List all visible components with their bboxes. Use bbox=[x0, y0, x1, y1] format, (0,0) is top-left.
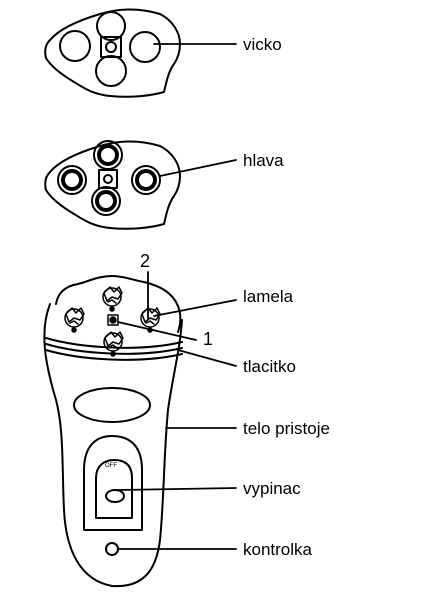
label-body: telo pristoje bbox=[243, 420, 330, 437]
shaver-drawing bbox=[44, 276, 182, 586]
head-drawing bbox=[45, 141, 180, 229]
leader-lines bbox=[118, 44, 236, 549]
label-button: tlacitko bbox=[243, 358, 296, 375]
label-switch: vypinac bbox=[243, 480, 301, 497]
lid-drawing bbox=[45, 10, 180, 97]
callout-2: 2 bbox=[140, 252, 150, 270]
switch-mark: OFF bbox=[105, 463, 117, 469]
label-blade: lamela bbox=[243, 288, 293, 305]
callout-1: 1 bbox=[203, 330, 213, 348]
label-head: hlava bbox=[243, 152, 284, 169]
label-indicator: kontrolka bbox=[243, 541, 312, 558]
label-lid: vicko bbox=[243, 36, 282, 53]
